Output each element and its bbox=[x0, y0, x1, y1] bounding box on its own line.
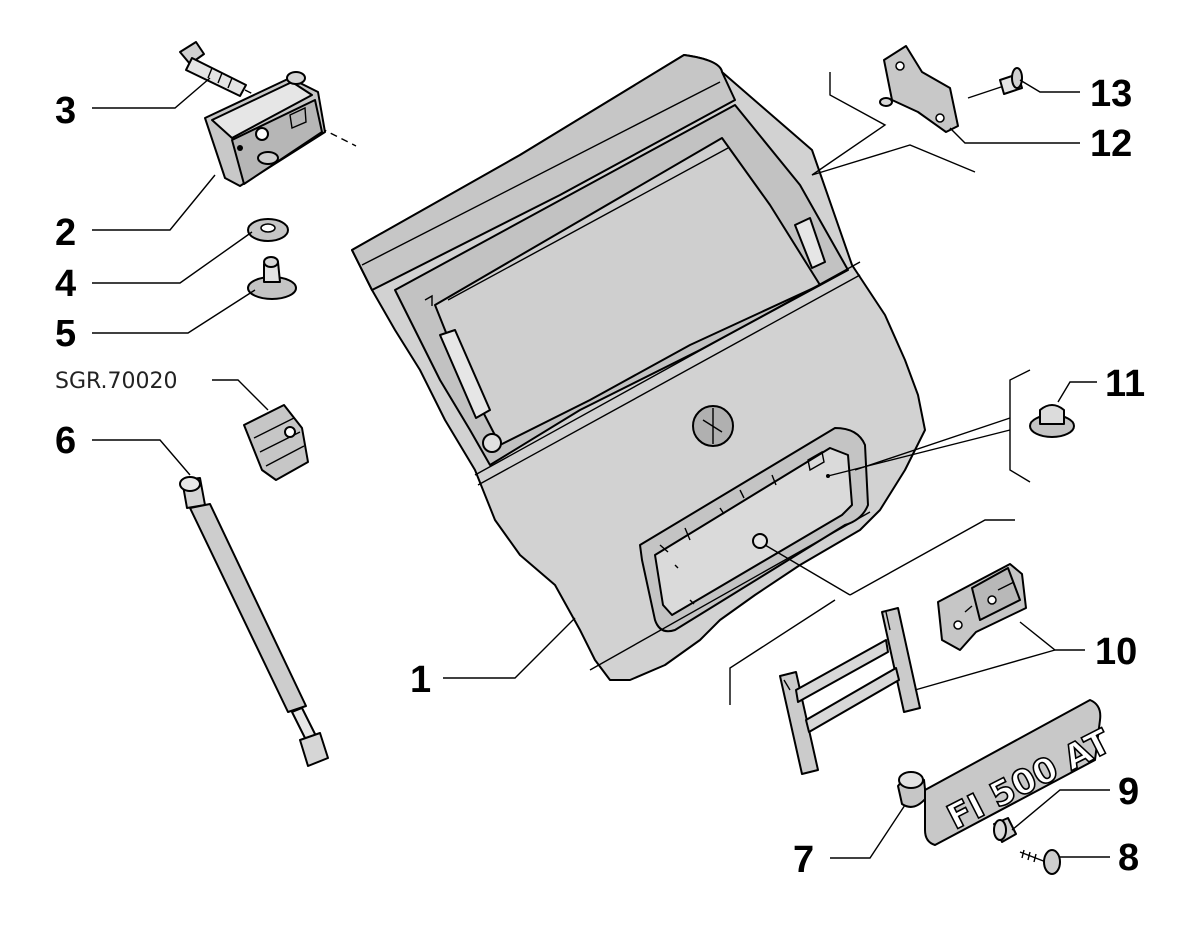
tailgate-panel bbox=[351, 54, 926, 681]
callout-5: 5 bbox=[55, 313, 76, 355]
model-badge: FI 500 AT bbox=[924, 699, 1119, 846]
part-10-latch bbox=[937, 563, 1027, 651]
part-8-screw bbox=[1019, 849, 1061, 875]
callout-3: 3 bbox=[55, 90, 76, 132]
callout-12: 12 bbox=[1090, 123, 1132, 165]
leader-lines bbox=[92, 72, 1110, 859]
callout-9: 9 bbox=[1118, 771, 1139, 813]
reference-code: SGR.70020 bbox=[55, 369, 178, 394]
part-12-bracket bbox=[879, 45, 959, 133]
callout-1: 1 bbox=[410, 659, 431, 701]
part-6-gas-strut bbox=[179, 476, 329, 767]
sgr-clip-part bbox=[243, 404, 309, 481]
callout-8: 8 bbox=[1118, 837, 1139, 879]
callout-2: 2 bbox=[55, 212, 76, 254]
callout-7: 7 bbox=[793, 839, 814, 881]
part-4-washer bbox=[247, 218, 289, 242]
callout-6: 6 bbox=[55, 420, 76, 462]
callout-11: 11 bbox=[1105, 363, 1145, 405]
part-13-rivet bbox=[967, 67, 1023, 99]
part-10-frame bbox=[779, 607, 921, 775]
part-9-grommet bbox=[993, 817, 1017, 843]
callout-10: 10 bbox=[1095, 631, 1137, 673]
callout-13: 13 bbox=[1090, 73, 1132, 115]
part-7-cap bbox=[897, 771, 927, 808]
part-5-ball-stud bbox=[247, 256, 297, 300]
part-11-plug bbox=[1029, 404, 1075, 438]
callout-4: 4 bbox=[55, 263, 76, 305]
part-2-hinge bbox=[204, 71, 326, 187]
